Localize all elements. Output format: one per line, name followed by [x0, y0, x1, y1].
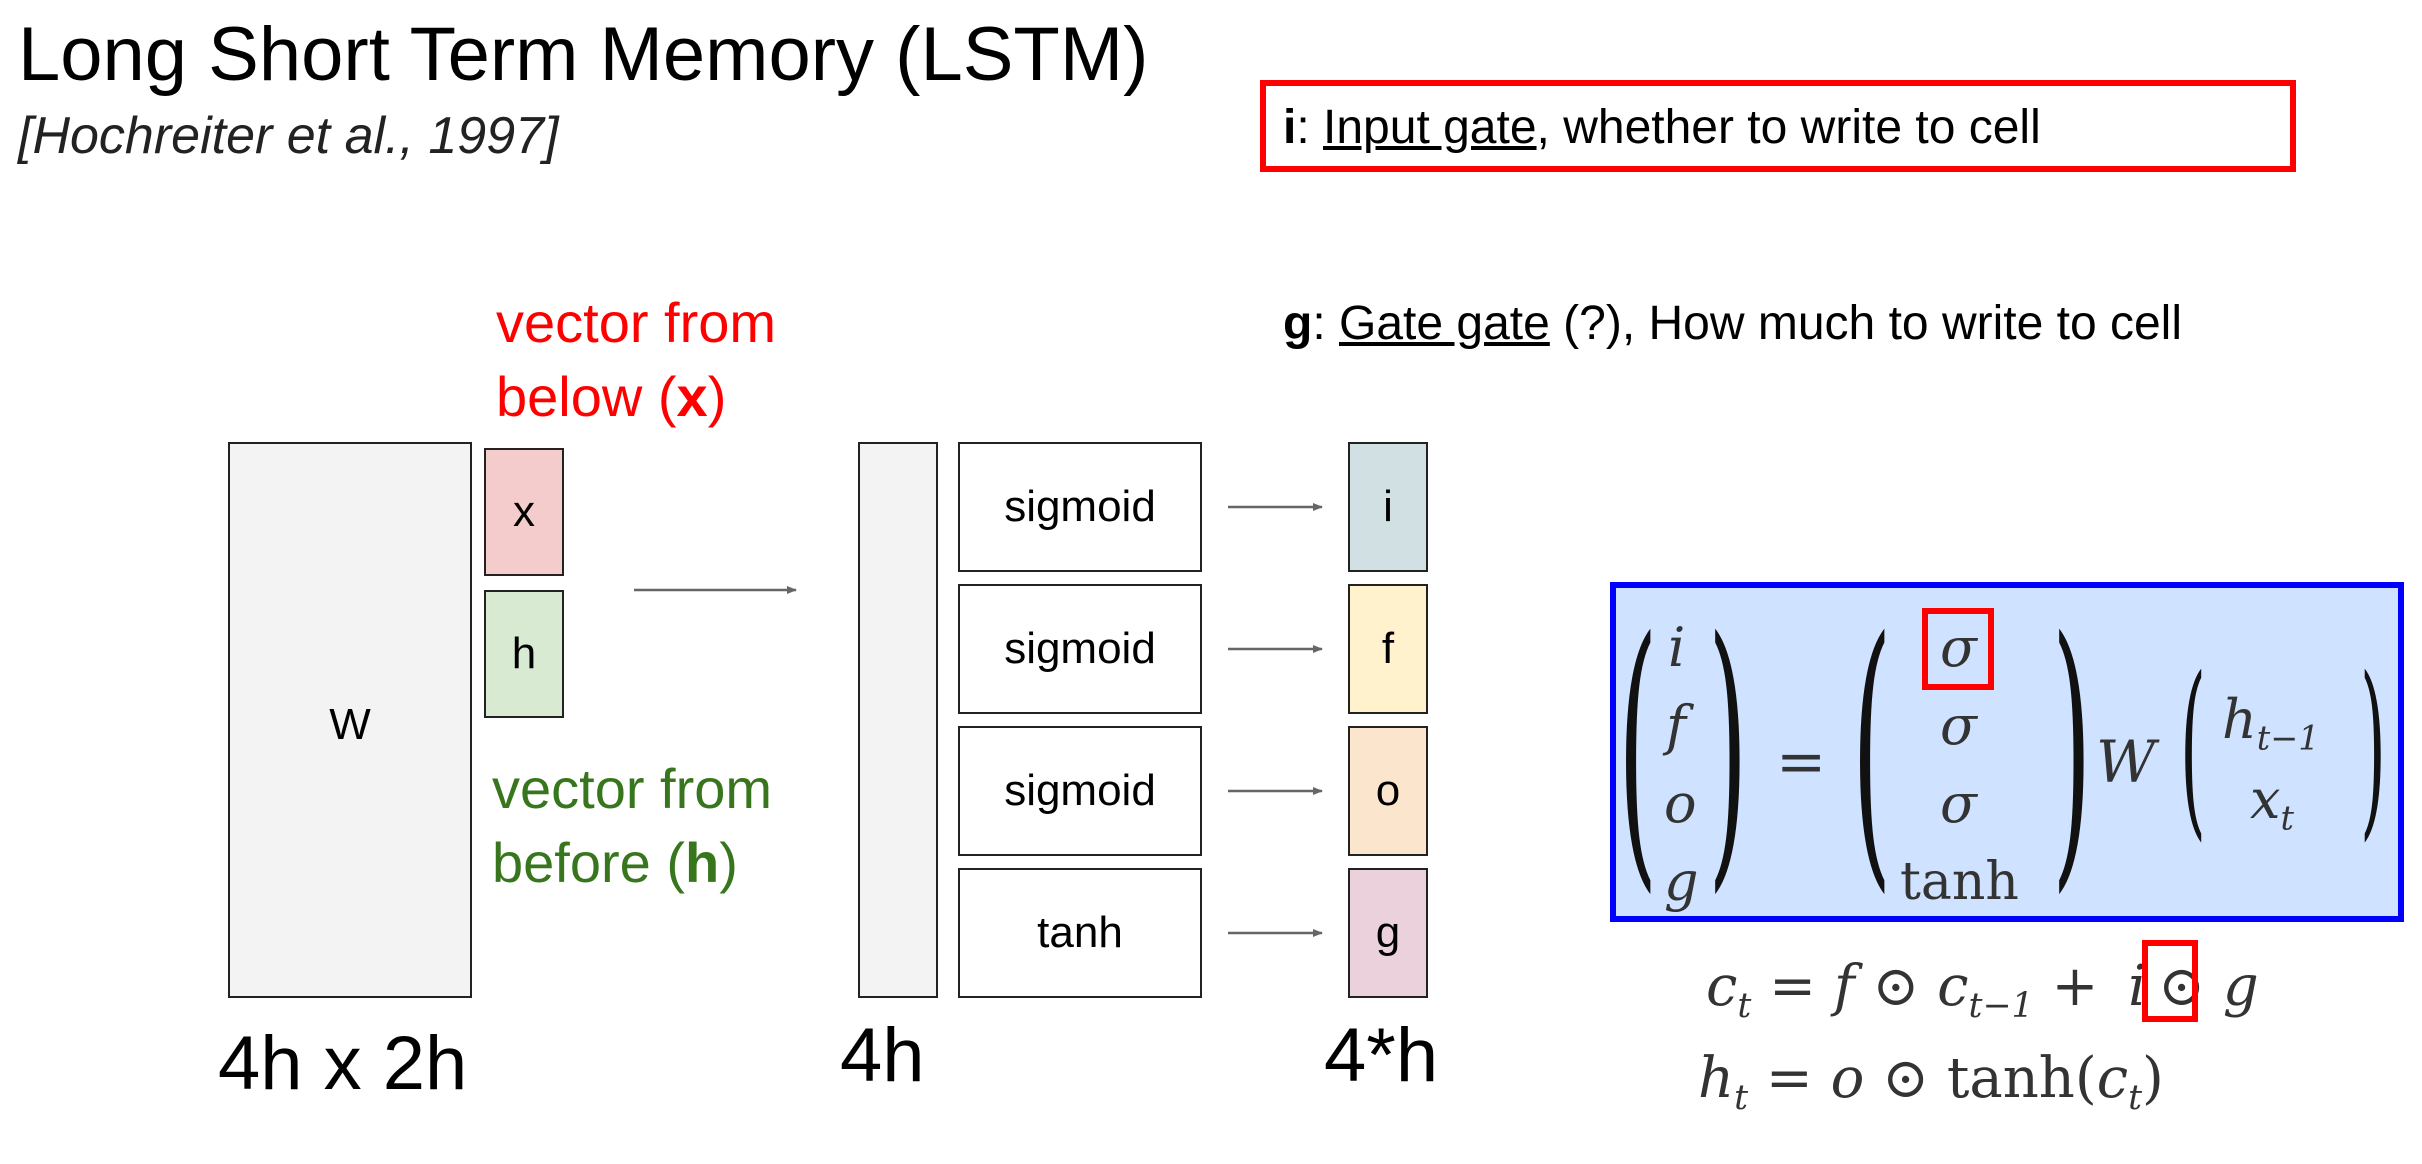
input-gate-letter: i	[1283, 101, 1297, 154]
citation: [Hochreiter et al., 1997]	[18, 107, 559, 165]
input-gate-name: Input gate	[1323, 101, 1537, 154]
cell-eq-input-gate: i	[2128, 954, 2147, 1019]
gate-box-f: f	[1348, 584, 1428, 714]
sigma-highlight-box	[1922, 608, 1994, 690]
rhs-left-paren: (	[1852, 581, 1892, 918]
activation-box-sigmoid-3: sigmoid	[958, 726, 1202, 856]
hidden-state-equation: ht = o ⊙ tanh(ct)	[1698, 1046, 2164, 1119]
lhs-i: i	[1668, 616, 1686, 679]
input-gate-highlight-box	[2142, 940, 2198, 1022]
vector-x-line2: below (x)	[496, 365, 727, 428]
vec-x-t: xt	[2250, 768, 2294, 838]
gate-gate-sep: :	[1312, 297, 1339, 350]
gate-box-o: o	[1348, 726, 1428, 856]
gate-gate-letter: g	[1283, 297, 1313, 350]
lhs-f: f	[1666, 694, 1686, 757]
activation-box-sigmoid-1: sigmoid	[958, 442, 1202, 572]
vec-right-paren: )	[2360, 637, 2386, 858]
rhs-right-paren: )	[2052, 581, 2092, 918]
gate-gate-desc: (?), How much to write to cell	[1549, 297, 2183, 350]
activation-label: sigmoid	[1004, 482, 1156, 531]
activation-box-tanh: tanh	[958, 868, 1202, 998]
gate-gate-text: g: Gate gate (?), How much to write to c…	[1283, 296, 2182, 351]
input-gate-callout	[1260, 80, 2296, 172]
rhs-tanh: tanh	[1900, 852, 2019, 912]
activation-label: sigmoid	[1004, 766, 1156, 815]
gate-label: i	[1383, 482, 1393, 531]
gate-label: f	[1381, 624, 1395, 673]
gate-label: g	[1375, 908, 1401, 957]
lhs-right-paren: )	[1708, 581, 1748, 918]
h-vector-box: h	[484, 590, 564, 718]
input-gate-text: i: Input gate, whether to write to cell	[1283, 100, 2041, 155]
h-vector-label: h	[511, 629, 537, 678]
vector-x-line1: vector from	[496, 291, 777, 354]
x-vector-box: x	[484, 448, 564, 576]
vector-x-label: vector from below (x)	[496, 286, 776, 434]
rhs-sigma-2: σ	[1940, 694, 1977, 757]
vector-h-line2: before (h)	[492, 831, 738, 894]
gate-gate-name: Gate gate	[1339, 297, 1550, 350]
x-vector-label: x	[513, 487, 535, 536]
input-gate-sep: :	[1296, 101, 1324, 154]
lhs-g: g	[1664, 850, 1699, 913]
slide-title: Long Short Term Memory (LSTM)	[18, 12, 1149, 97]
rhs-sigma-1: σ	[1940, 616, 1977, 679]
lhs-o: o	[1664, 772, 1697, 835]
vector-h-label: vector from before (h)	[492, 752, 772, 900]
product-column	[858, 442, 938, 998]
weight-matrix: W	[228, 442, 472, 998]
vec-h-prev: ht−1	[2222, 688, 2320, 758]
activation-box-sigmoid-2: sigmoid	[958, 584, 1202, 714]
gate-label: o	[1375, 766, 1401, 815]
matrix-dimension: 4h x 2h	[218, 1021, 468, 1106]
rhs-sigma-3: σ	[1940, 772, 1977, 835]
gate-equation-panel	[1610, 582, 2404, 922]
activation-label: sigmoid	[1004, 624, 1156, 673]
activation-label: tanh	[1037, 908, 1123, 957]
equals-sign: =	[1776, 727, 1827, 797]
weight-matrix-label: W	[329, 700, 371, 749]
input-gate-desc: , whether to write to cell	[1536, 101, 2041, 154]
vec-left-paren: (	[2180, 637, 2206, 858]
gate-box-i: i	[1348, 442, 1428, 572]
lhs-left-paren: (	[1618, 581, 1658, 918]
gates-dimension: 4*h	[1324, 1013, 1439, 1098]
weight-symbol: W	[2096, 728, 2156, 796]
product-dimension: 4h	[840, 1013, 925, 1098]
gate-box-g: g	[1348, 868, 1428, 998]
vector-h-line1: vector from	[492, 757, 773, 820]
